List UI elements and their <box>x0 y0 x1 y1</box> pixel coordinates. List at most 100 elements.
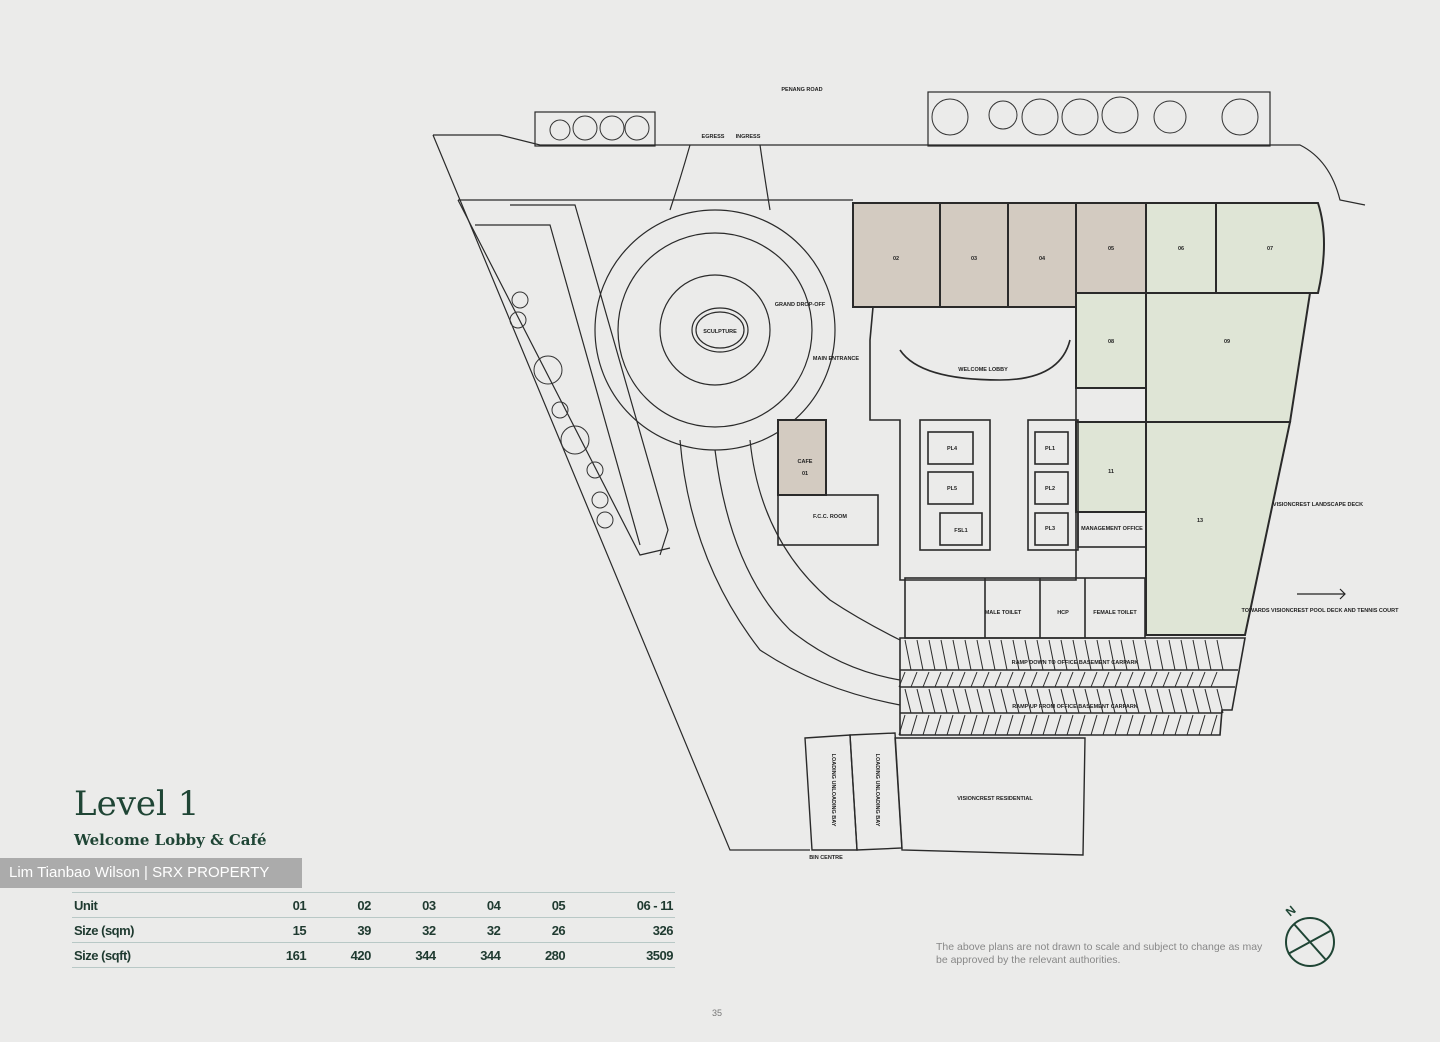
ramp-hatch <box>1000 688 1008 714</box>
ramp-hatch <box>1132 688 1140 714</box>
label-unit: 05 <box>1108 246 1114 252</box>
unit-04 <box>1007 202 1077 308</box>
ramp-hatch <box>1102 671 1110 688</box>
ramp-hatch <box>970 714 978 736</box>
row-label: Size (sqft) <box>72 942 244 968</box>
ramp-hatch <box>1108 688 1116 714</box>
ramp-hatch <box>1150 714 1158 736</box>
label-main-entrance: MAIN ENTRANCE <box>813 356 859 362</box>
ramp-hatch <box>934 671 942 688</box>
ramp-hatch <box>1036 688 1044 714</box>
ramp-hatch <box>898 714 906 736</box>
unit-08 <box>1075 292 1147 389</box>
label-lift: PL5 <box>947 486 957 492</box>
site-boundary-west <box>432 134 810 851</box>
label-unit: 04 <box>1039 256 1046 262</box>
label-cafe: CAFE <box>798 459 813 465</box>
residential-block <box>894 737 1086 856</box>
ramp-hatch <box>1066 671 1074 688</box>
unit-02 <box>852 202 941 308</box>
lift-core-west <box>919 419 991 551</box>
label-ramp-up: RAMP UP FROM OFFICE BASEMENT CARPARK <box>1012 704 1138 710</box>
ramp-hatch <box>1180 688 1188 714</box>
ramp-hatch <box>1180 639 1188 671</box>
page-number: 35 <box>712 1008 723 1018</box>
ramp-hatch <box>1018 714 1026 736</box>
label-towards: TOWARDS VISIONCREST POOL DECK AND TENNIS… <box>1242 608 1400 614</box>
label-unit: 02 <box>893 256 899 262</box>
cell: 26 <box>502 917 568 943</box>
ramp-hatch <box>1090 671 1098 688</box>
disclaimer: The above plans are not drawn to scale a… <box>936 941 1263 966</box>
ramp-hatch <box>1054 714 1062 736</box>
ramp-hatch <box>1072 688 1080 714</box>
label-unit: 11 <box>1108 469 1114 475</box>
label-male-toilet: MALE TOILET <box>985 610 1022 616</box>
ramp-hatch <box>1000 639 1008 671</box>
ramp-hatch <box>1156 688 1164 714</box>
cell: 3509 <box>567 942 675 968</box>
toilets-block <box>904 577 1146 639</box>
unit-07 <box>1215 202 1325 294</box>
label-hcp: HCP <box>1057 610 1069 616</box>
fcc-room <box>777 494 879 546</box>
header-cell: 05 <box>502 892 568 918</box>
site-boundary-north <box>433 134 1366 206</box>
ramp-hatch <box>1144 639 1152 671</box>
ramp-hatch <box>1030 714 1038 736</box>
ramp-hatch <box>1186 671 1194 688</box>
ramp-hatch <box>1024 639 1032 671</box>
ramp-hatch <box>1078 671 1086 688</box>
header-cell: 06 - 11 <box>567 892 675 918</box>
ramp-hatch <box>1042 714 1050 736</box>
ramp-hatch <box>1006 671 1014 688</box>
ramp-hatch <box>910 714 918 736</box>
management-office <box>1077 511 1147 548</box>
ramp-hatch <box>1162 671 1170 688</box>
north-compass-icon <box>1285 917 1335 967</box>
label-residential: VISIONCREST RESIDENTIAL <box>957 796 1033 802</box>
ramp-hatch <box>988 639 996 671</box>
ramp-hatch <box>1120 639 1128 671</box>
header-cell: 04 <box>437 892 503 918</box>
page-subtitle: Welcome Lobby & Café <box>74 831 267 849</box>
ramp-hatch <box>1048 688 1056 714</box>
label-lift: PL3 <box>1045 526 1055 532</box>
ramp-hatch <box>1174 714 1182 736</box>
ramp-hatch <box>952 688 960 714</box>
ramp-hatch <box>1126 671 1134 688</box>
label-lift: FSL1 <box>954 528 967 534</box>
cell: 161 <box>243 942 309 968</box>
ramp-hatch <box>898 671 906 688</box>
ramp-hatch <box>1198 671 1206 688</box>
trees <box>509 96 1259 529</box>
ramp-hatch <box>1204 688 1212 714</box>
ramp-hatch <box>1168 639 1176 671</box>
cell: 32 <box>372 917 438 943</box>
towards-arrow-icon <box>1297 588 1346 600</box>
cell: 15 <box>243 917 309 943</box>
label-unit: 03 <box>971 256 977 262</box>
label-drop-off: GRAND DROP-OFF <box>775 302 826 308</box>
ramp-hatch <box>1210 671 1218 688</box>
ramp-hatch <box>964 688 972 714</box>
ramp-hatch <box>976 639 984 671</box>
label-female-toilet: FEMALE TOILET <box>1093 610 1137 616</box>
ramp-hatch <box>904 688 912 714</box>
watermark: Lim Tianbao Wilson | SRX PROPERTY <box>0 858 302 888</box>
ramp-hatch <box>946 671 954 688</box>
unit-09 <box>1145 292 1312 423</box>
ramp-hatch <box>958 671 966 688</box>
ramp-hatch <box>1216 639 1224 671</box>
ramp-hatch <box>1036 639 1044 671</box>
row-label: Size (sqm) <box>72 917 244 943</box>
ramp-hatch <box>1072 639 1080 671</box>
ramp-hatch <box>946 714 954 736</box>
ramp-hatch <box>1156 639 1164 671</box>
label-lift: PL2 <box>1045 486 1055 492</box>
ramp-hatch <box>1102 714 1110 736</box>
ramp-hatch <box>1132 639 1140 671</box>
label-loading-bay: LOADING UNLOADING BAY <box>874 754 880 827</box>
label-fcc: F.C.C. ROOM <box>813 514 847 520</box>
ramp-hatch <box>964 639 972 671</box>
